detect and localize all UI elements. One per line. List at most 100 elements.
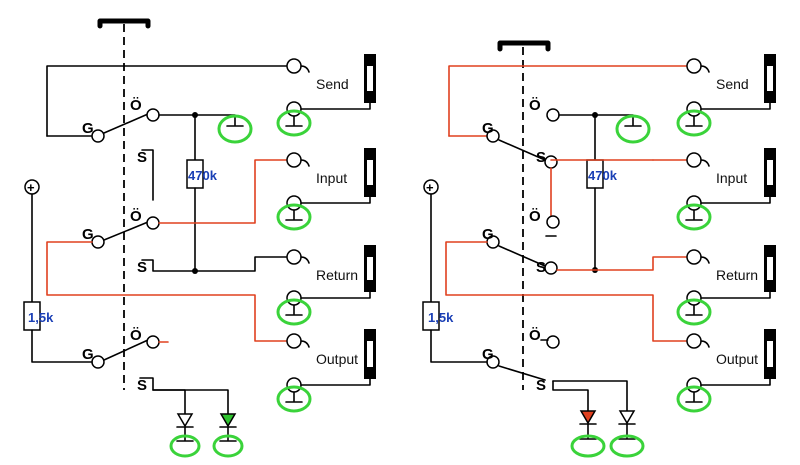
return-signal-wire [556,256,689,271]
resistor-1k5-label: 1,5k [428,310,454,325]
jack-slot [367,160,373,185]
switch-actuator-bar [497,40,551,52]
jack-label-output: Output [316,351,358,367]
led-branch-wire [152,389,229,415]
switch1-closed-wire [141,149,154,201]
send-signal-wire [448,65,689,137]
ground-highlight [676,298,712,326]
jack-tip-terminal [686,58,702,74]
switch3-closed-wire [552,380,589,412]
ground-highlight [276,203,312,231]
jack-sleeve-terminal [686,377,702,393]
switch2-blade [103,221,149,241]
jack-sleeve-terminal [686,101,702,117]
switch-terminal-letter-open: Ö [529,327,541,344]
jack-tip-contact [700,159,710,167]
jack-label-send: Send [316,76,349,92]
jack-label-output: Output [716,351,758,367]
jack-tip-contact [700,65,710,73]
ground-highlight [276,385,312,413]
jack-sleeve-terminal [286,290,302,306]
jack-label-return: Return [716,267,758,283]
resistor-470k-label: 470k [188,168,218,183]
junction-dot [192,112,198,118]
jack-sleeve-link [300,289,371,299]
left-circuit: + [23,18,289,458]
jack-tip-terminal [286,58,302,74]
switch-terminal-letter-open: Ö [529,208,541,225]
jack-sleeve-terminal [686,290,702,306]
ground-highlight [609,434,645,458]
input-signal-wire [158,159,289,224]
jack-tip-contact [700,256,710,264]
jack-slot [767,66,773,91]
jack-sleeve-link [300,376,371,386]
switch1-common-terminal [486,129,500,143]
switch1-blade [103,113,149,134]
switch-terminal-letter-open: Ö [130,97,142,114]
jack-slot [367,341,373,367]
switch3-blade [498,365,546,381]
resistor-1k5-label: 1,5k [28,310,54,325]
jack-tip-contact [300,340,310,348]
switch2-closed-terminal [544,261,558,275]
jack-sockets [276,54,776,413]
diagram-labels: SendInputReturnOutput470k1,5kGÖSGÖSGÖSSe… [28,76,758,394]
switch-terminal-letter-common: G [482,346,494,363]
plus-symbol: + [27,180,35,195]
jack-sleeve-link [700,194,771,204]
switch-terminal-letter-closed: S [536,149,546,166]
ground-highlight [276,109,312,137]
jack-tip-contact [300,65,310,73]
switch-terminal-letter-closed: S [137,149,147,166]
switch-terminal-letter-open: Ö [529,97,541,114]
switch1-closed-terminal [544,155,558,169]
jack-label-send: Send [716,76,749,92]
jack-label-input: Input [716,170,747,186]
send-wire [46,65,289,137]
output-signal-wire [46,241,289,342]
ground-highlight [212,434,244,458]
jack-sleeve-link [300,100,371,110]
jack-label-return: Return [316,267,358,283]
plus-symbol: + [426,180,434,195]
switch-terminal-letter-common: G [82,226,94,243]
jack-slot [367,66,373,91]
jack-label-input: Input [316,170,347,186]
jack-sleeve-terminal [286,377,302,393]
led-right-off [618,410,636,425]
ground-highlight [217,114,253,144]
ground-highlight [676,385,712,413]
jack-tip-contact [300,159,310,167]
jack-sleeve-terminal [286,101,302,117]
switch-terminal-letter-common: G [482,120,494,137]
junction-dot [592,112,598,118]
ground-highlight [676,109,712,137]
switch-terminal-letter-closed: S [536,377,546,394]
switch1-open-terminal [546,108,560,122]
switch2-common-terminal [91,235,105,249]
jack-sleeve-link [700,289,771,299]
jack-slot [367,257,373,280]
jack-sleeve-link [700,100,771,110]
return-wire [141,256,289,272]
switch3-open-terminal [146,335,160,349]
led-left-off [176,413,194,428]
resistor-470k-label: 470k [588,168,618,183]
switch-terminal-letter-closed: S [536,259,546,276]
switch2-open-terminal [146,216,160,230]
r1k5-bottom-wire [430,329,488,363]
ground-highlight [615,114,651,144]
switch1-blade [498,139,546,161]
switch2-open-terminal [546,215,560,229]
led-left-red [579,410,597,425]
jack-tip-terminal [686,249,702,265]
ground-highlight [570,434,606,458]
jack-tip-terminal [686,333,702,349]
jack-tip-terminal [286,152,302,168]
switch-terminal-letter-closed: S [137,259,147,276]
jack-tip-terminal [286,249,302,265]
switch3-common-terminal [91,355,105,369]
switch-actuator-bar [97,18,151,29]
